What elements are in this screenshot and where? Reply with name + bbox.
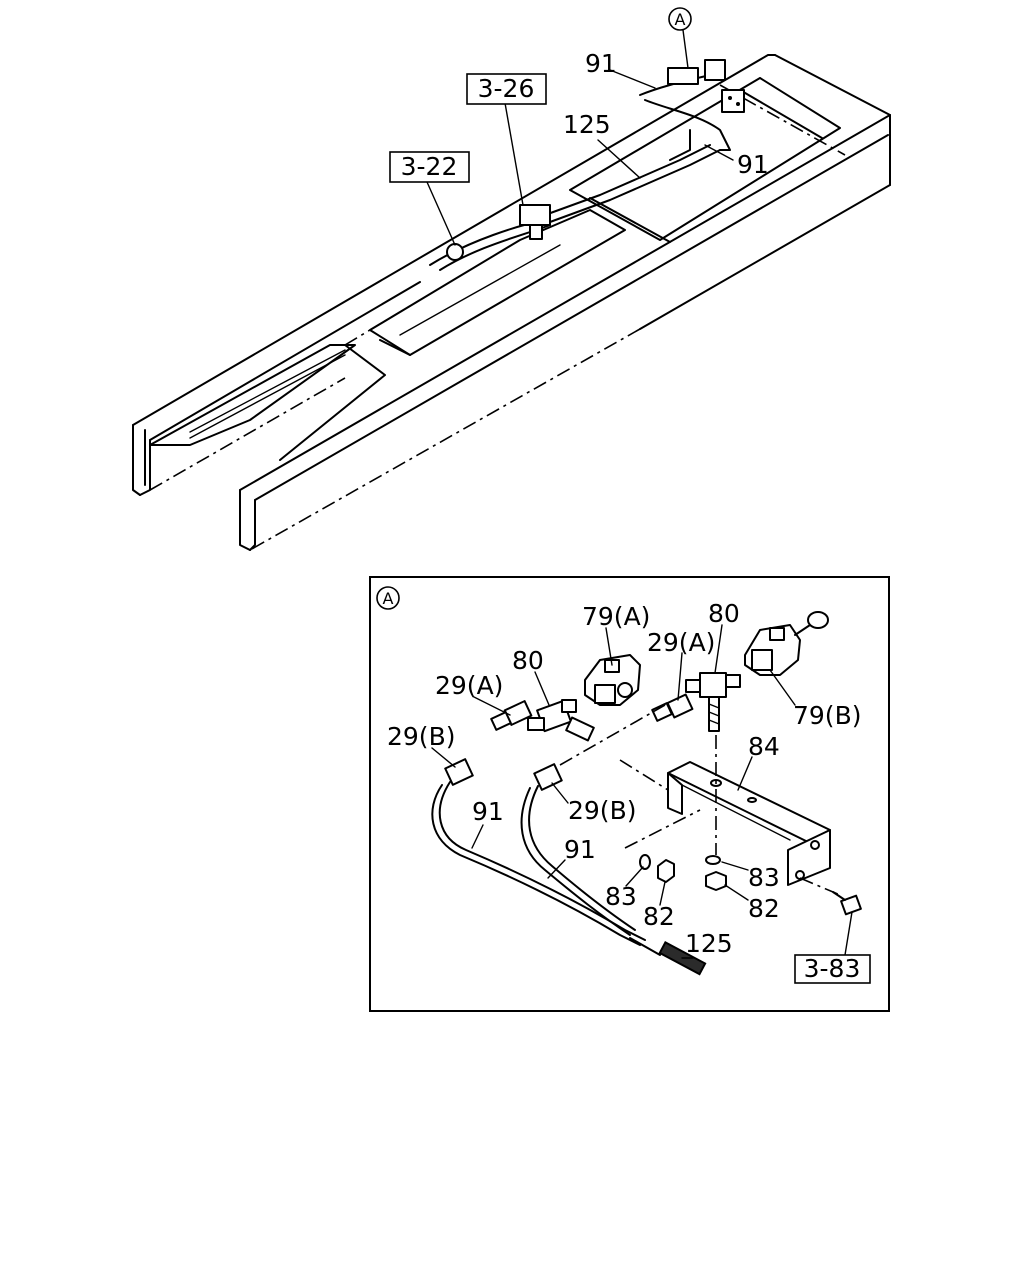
detail-marker-a-text: A	[383, 589, 394, 608]
tee-80-left	[527, 699, 595, 742]
ref-3-22: 3-22	[401, 152, 458, 181]
callout-marker-a	[668, 7, 692, 31]
ref-3-83: 3-83	[804, 954, 861, 983]
label-29a-left: 29(A)	[435, 671, 503, 700]
leader-3-26	[504, 102, 524, 206]
right-frame-rail	[239, 54, 891, 551]
label-80-right: 80	[708, 599, 740, 628]
left-frame-rail	[132, 54, 776, 496]
guide-line-1	[559, 704, 666, 766]
label-82-left: 82	[643, 902, 675, 931]
bracket-84	[667, 761, 831, 886]
label-79b: 79(B)	[793, 701, 861, 730]
detail-view-a: A	[369, 576, 890, 1012]
leader-91-top	[609, 69, 656, 89]
label-91-detail-a: 91	[472, 797, 504, 826]
guide-line-5	[799, 877, 841, 896]
ref-3-26: 3-26	[478, 74, 535, 103]
leader-125-top	[597, 139, 641, 179]
label-29a-right: 29(A)	[647, 628, 715, 657]
front-gusset	[149, 299, 421, 461]
callout-marker-a-text: A	[675, 10, 686, 29]
detail-marker-a	[376, 586, 400, 610]
valve-79a	[584, 654, 641, 706]
frame-overview: A 3-26 3-22 91 91 125	[132, 7, 891, 551]
label-125-top: 125	[563, 110, 611, 139]
ref-box-3-22	[389, 151, 470, 183]
label-29b-left: 29(B)	[387, 722, 455, 751]
label-91-top: 91	[585, 49, 617, 78]
label-29b-mid: 29(B)	[568, 796, 636, 825]
hoses-91	[431, 781, 646, 946]
ref-box-3-26	[466, 73, 547, 105]
guide-line-2	[619, 759, 669, 791]
label-83-left: 83	[605, 882, 637, 911]
valve-79b	[744, 611, 829, 676]
label-84: 84	[748, 732, 780, 761]
label-79a: 79(A)	[582, 602, 650, 631]
label-82-right: 82	[748, 894, 780, 923]
tee-80-right	[685, 672, 741, 732]
ref-box-3-83	[794, 954, 871, 984]
label-125-detail: 125	[685, 929, 733, 958]
label-91-right: 91	[737, 150, 769, 179]
leader-91-right	[704, 144, 734, 161]
detail-frame	[369, 576, 890, 1012]
rear-cross-member	[569, 77, 841, 243]
label-83-right: 83	[748, 863, 780, 892]
middle-gusset	[369, 209, 626, 356]
label-91-detail-b: 91	[564, 835, 596, 864]
fittings-29	[444, 693, 694, 791]
leader-3-22	[426, 181, 456, 246]
overview-fittings	[446, 59, 745, 261]
label-80-left: 80	[512, 646, 544, 675]
leader-a-top	[682, 29, 689, 69]
detail-leaders	[431, 624, 853, 959]
